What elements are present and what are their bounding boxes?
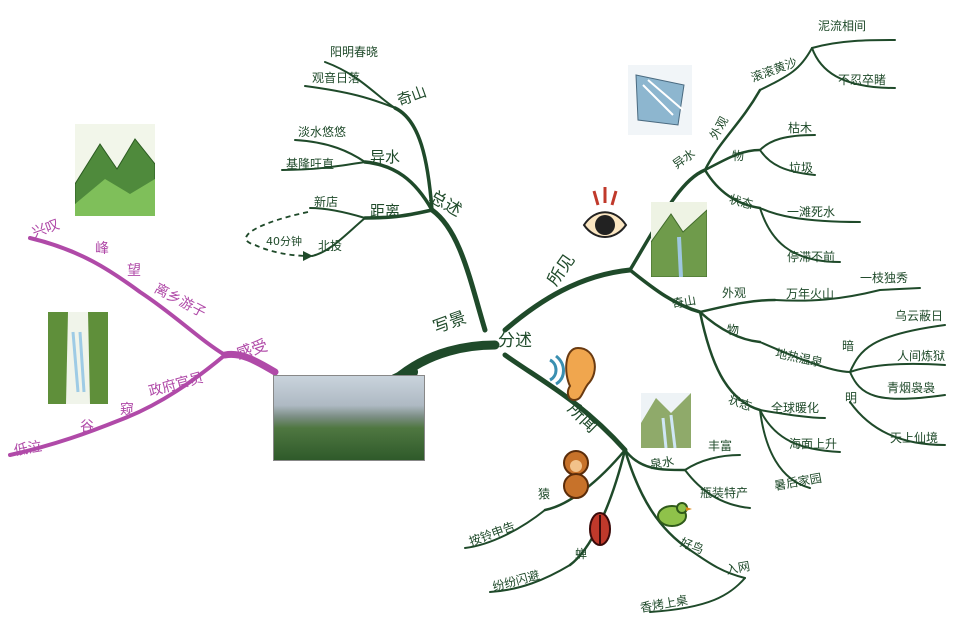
node-bottled-specialty: 瓶装特产 <box>700 486 749 500</box>
node-stagnant-pool: 一滩死水 <box>787 205 836 219</box>
node-qishan-appearance: 外观 <box>722 286 747 300</box>
monkey-icon <box>563 450 589 499</box>
node-garbage: 垃圾 <box>789 161 814 175</box>
node-jilong: 基隆㕵直 <box>286 157 335 171</box>
node-curling-smoke: 青烟袅袅 <box>887 381 936 395</box>
node-sea-level-rise: 海面上升 <box>789 437 838 451</box>
eye-icon <box>582 187 628 238</box>
bird-icon <box>657 502 692 527</box>
node-mud-mixed: 泥流相间 <box>818 19 867 33</box>
landscape-photo <box>273 375 425 461</box>
node-xindian: 新店 <box>314 195 339 209</box>
node-dark: 暗 <box>842 339 855 353</box>
node-one-stands-out: 一枝独秀 <box>860 271 909 285</box>
node-yangming: 阳明春晓 <box>330 45 379 59</box>
node-yishui-left: 异水 <box>370 148 401 166</box>
node-abundant: 丰富 <box>708 439 733 453</box>
node-yishui-objects: 物 <box>732 149 745 163</box>
node-beitou: 北投 <box>318 239 343 253</box>
node-danshui: 淡水悠悠 <box>298 125 347 139</box>
node-unbearable: 不忍卒睹 <box>838 73 887 87</box>
mountain-stream-icon <box>651 202 707 277</box>
node-deadwood: 枯木 <box>788 121 813 135</box>
node-guanyin: 观音日落 <box>312 71 361 85</box>
cicada-icon <box>589 512 611 546</box>
ear-icon <box>549 346 596 402</box>
node-bright: 明 <box>845 391 858 405</box>
node-distance: 距离 <box>370 202 401 220</box>
node-qishan-objects: 物 <box>727 323 740 337</box>
node-cicada: 蝉 <box>575 547 588 561</box>
center-topic: 分述 <box>498 331 532 351</box>
node-standstill: 停滞不前 <box>787 250 836 264</box>
spring-water-icon <box>641 393 691 448</box>
node-ape: 猿 <box>538 487 551 501</box>
mountain-peak-icon <box>75 124 155 216</box>
node-hell-on-earth: 人间炼狱 <box>897 349 946 363</box>
node-valley: 谷 <box>80 419 94 435</box>
node-gaze: 望 <box>127 263 141 279</box>
node-clouds-cover-sun: 乌云蔽日 <box>895 309 944 323</box>
node-duration: 40分钟 <box>266 235 302 248</box>
valley-waterfall-icon <box>48 312 108 404</box>
node-heaven: 天上仙境 <box>890 431 939 445</box>
node-ancient-volcano: 万年火山 <box>786 287 835 301</box>
node-peek: 窥 <box>120 402 134 418</box>
waterfall-sketch-icon <box>628 65 692 135</box>
node-global-warming: 全球暖化 <box>771 401 820 415</box>
node-peak: 峰 <box>95 241 109 257</box>
